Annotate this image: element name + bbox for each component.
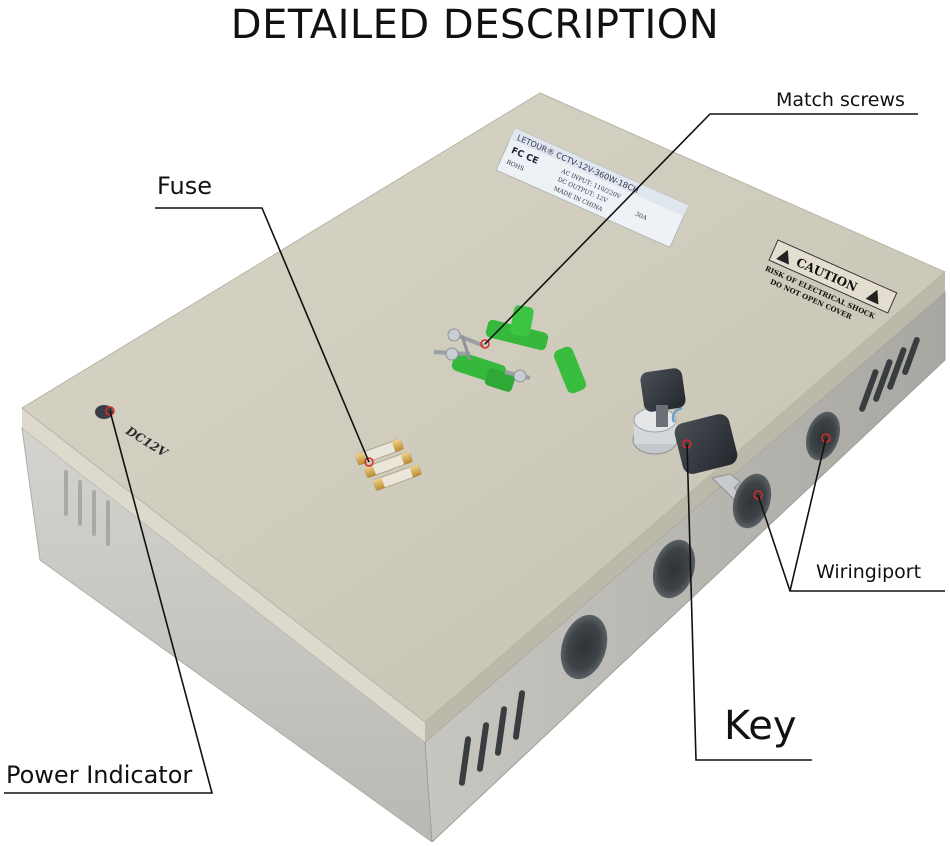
callout-lines xyxy=(4,113,945,794)
wiring-port-marker-2 xyxy=(821,433,831,443)
vent-slots-right xyxy=(458,337,920,786)
wiring-port-label: Wiringiport xyxy=(816,561,922,583)
label-current: 30A xyxy=(634,211,648,223)
key-label: Key xyxy=(724,703,797,749)
power-indicator-marker xyxy=(105,406,115,416)
power-callout-line xyxy=(4,410,214,794)
key-callout-line xyxy=(686,443,812,761)
fuse-callout-line xyxy=(155,207,370,463)
lid-lip-left xyxy=(22,408,425,742)
lock-and-keys xyxy=(632,368,747,506)
fuses xyxy=(355,438,422,491)
vent-slots-left xyxy=(64,470,110,546)
power-indicator-label: Power Indicator xyxy=(6,761,193,789)
page-title: DETAILED DESCRIPTION xyxy=(230,2,720,48)
box-top-face xyxy=(21,92,946,723)
match-screws-marker xyxy=(480,339,490,349)
wiring-callout-line-2 xyxy=(789,437,827,592)
wiring-port-marker-1 xyxy=(753,490,763,500)
fuse-label: Fuse xyxy=(157,172,212,200)
wiring-port-front-2 xyxy=(652,539,696,599)
match-screws-callout-line xyxy=(484,113,918,345)
fuse-marker xyxy=(364,457,374,467)
wiring-port-front-3 xyxy=(732,473,772,529)
wiring-port-front-1 xyxy=(560,614,608,680)
lid-lip-right xyxy=(425,272,945,742)
match-screws-label: Match screws xyxy=(776,89,905,111)
